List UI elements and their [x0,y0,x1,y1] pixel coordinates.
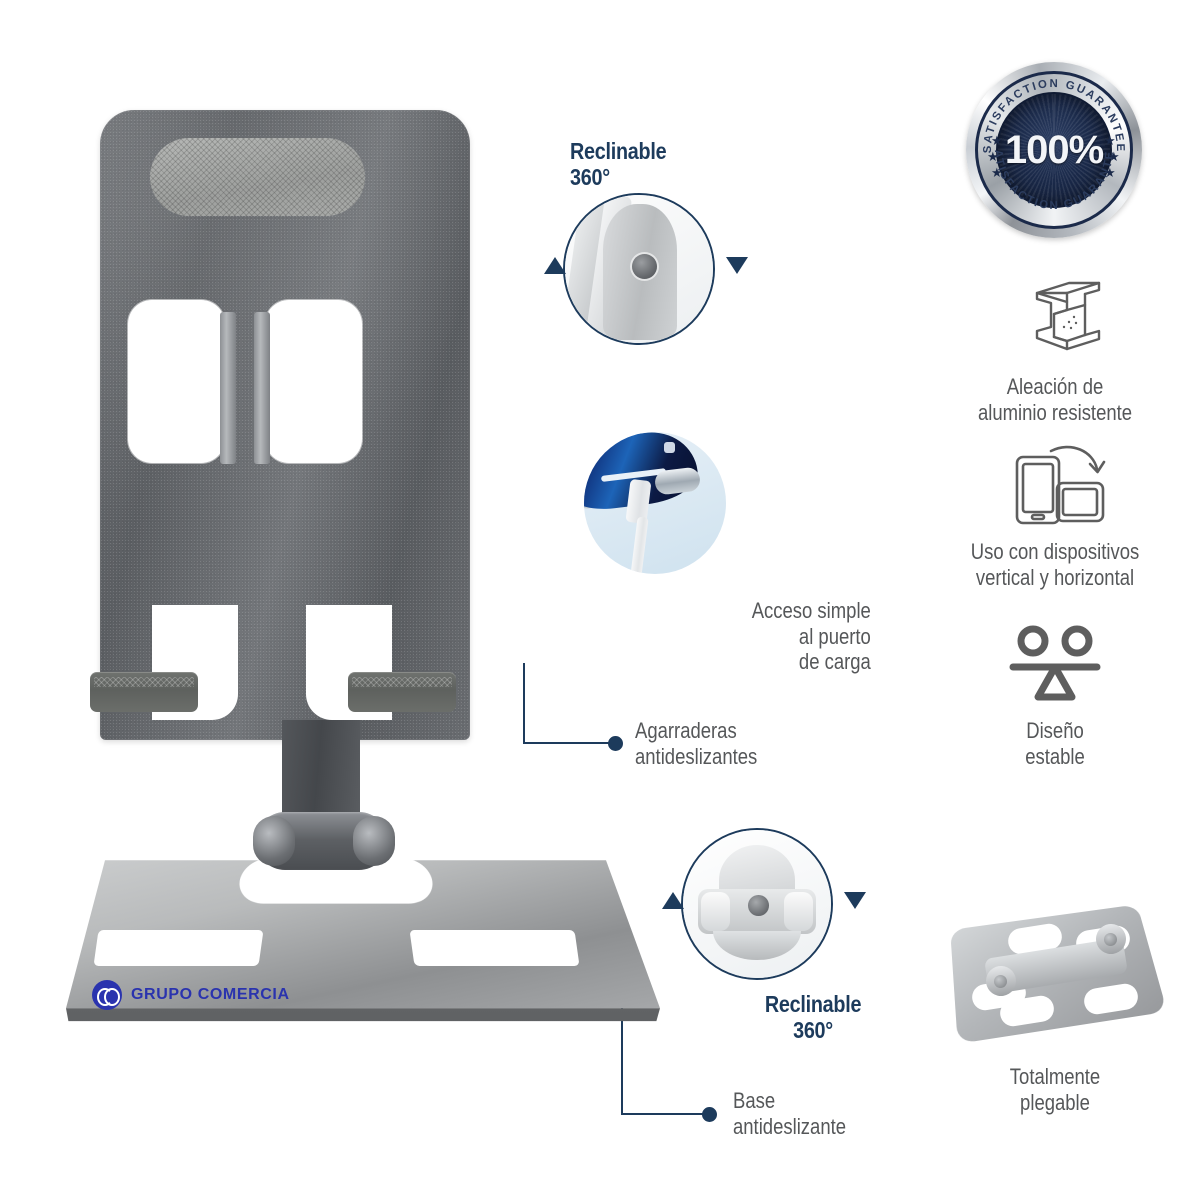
badge-percent-text: 100% [1004,127,1104,172]
folded-hinge-pin [994,975,1007,988]
charging-port-bg [584,432,726,574]
feature-aleacion-aluminio: Aleación de aluminio resistente [930,278,1180,425]
base-hinge-pivot-pin [748,895,769,916]
base-hinge-bg [683,830,831,978]
leader-line-agarraderas-horizontal [523,742,613,744]
hinge-cap-left [253,816,295,866]
leader-line-agarraderas-vertical [523,663,525,743]
folded-hinge-pin [1104,933,1117,946]
top-grip-pad [150,138,365,216]
phone-camera-icon [663,441,675,454]
base-edge [66,1008,660,1022]
feature-label: Totalmente plegable [1009,1064,1101,1115]
folded-stand-artwork [950,890,1168,1050]
rotate-arrow-right-top [726,257,748,274]
hinge-closeup-bg [565,195,713,343]
device-rotate-icon [930,443,1180,527]
feature-uso-dispositivos: Uso con dispositivos vertical y horizont… [930,443,1180,590]
callout-label-reclinable-top: Reclinable 360° [570,138,667,190]
feature-label: Aleación de aluminio resistente [977,374,1133,425]
phone-lip-left [90,672,198,712]
callout-label-reclinable-bottom: Reclinable 360° [764,991,862,1043]
feature-totalmente-plegable: Totalmente plegable [930,870,1180,1115]
satisfaction-guarantee-badge: SATISFACTION GUARANTEE SATISFACTION GUAR… [966,62,1142,238]
base-hinge-cup-left [700,892,731,931]
stand-base-plate: GRUPO COMERCIA [60,838,660,1023]
backplate-rib-right [254,312,270,464]
leader-dot-agarraderas [608,736,623,751]
leader-line-base-vertical [621,938,623,1114]
feature-label: Uso con dispositivos vertical y horizont… [970,539,1140,590]
callout-label-puerto-carga: Acceso simple al puerto de carga [751,598,871,675]
feature-diseno-estable: Diseño estable [930,622,1180,769]
leader-dot-base [702,1107,717,1122]
gc-monogram-icon [92,980,122,1010]
feature-label: Diseño estable [1025,718,1085,769]
hinge-pivot-pin [631,254,657,280]
badge-star-icon: ★ [991,133,1003,148]
rotate-arrow-left-top [544,257,566,274]
badge-star-icon: ★ [987,149,999,164]
rotate-arrow-left-bottom [662,892,684,909]
badge-arc-text: SATISFACTION GUARANTEE SATISFACTION GUAR… [966,62,1124,212]
charging-port-closeup-photo [584,432,726,574]
leader-line-base-horizontal [621,1113,707,1115]
base-slot-left [93,930,264,966]
badge-star-icon: ★ [1104,165,1116,180]
aluminium-beam-icon [930,278,1180,362]
hinge-cap-right [353,816,395,866]
base-hinge-cup-right [783,892,814,931]
product-photo-phone-stand: GRUPO COMERCIA [60,90,700,1070]
badge-star-icon: ★ [1104,133,1116,148]
hinge-closeup-photo [563,193,715,345]
backplate-cutout-right [265,300,362,463]
base-slot-right [409,930,580,966]
phone-lip-right [348,672,456,712]
badge-star-icon: ★ [991,165,1003,180]
callout-label-base-antideslizante: Base antideslizante [733,1088,847,1139]
callout-label-agarraderas: Agarraderas antideslizantes [635,718,758,769]
balance-scale-icon [930,622,1180,706]
brand-logo: GRUPO COMERCIA [92,980,290,1010]
rotate-arrow-right-bottom [844,892,866,909]
base-hinge-foot [712,930,802,961]
folded-stand-photo [930,870,1180,1070]
badge-star-icon: ★ [1108,149,1120,164]
badge-core [996,92,1112,208]
backplate-rib-left [220,312,236,464]
brand-name: GRUPO COMERCIA [131,986,290,1003]
backplate-cutout-left [128,300,225,463]
base-hinge-closeup-photo [681,828,833,980]
